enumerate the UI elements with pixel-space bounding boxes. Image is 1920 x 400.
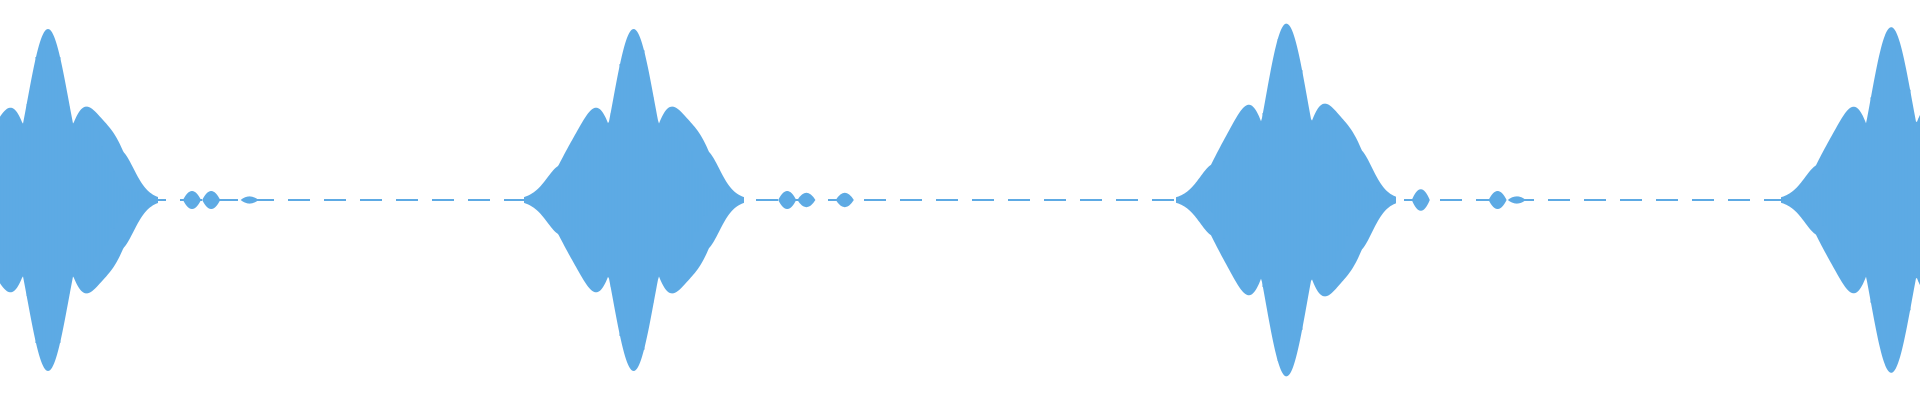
waveform-blip-7 (1411, 189, 1430, 211)
waveform-burst-2 (524, 29, 744, 371)
waveform-blip-1 (183, 191, 201, 209)
waveform-bursts (0, 23, 1920, 377)
waveform-blip-3 (240, 196, 259, 204)
waveform-blip-5 (797, 192, 816, 208)
waveform-burst-3 (1176, 23, 1396, 377)
waveform-blip-2 (202, 191, 221, 209)
waveform-blip-6 (835, 192, 854, 208)
waveform-blip-9 (1507, 196, 1526, 204)
waveform-blip-4 (778, 191, 797, 209)
waveform-blip-8 (1488, 191, 1507, 209)
